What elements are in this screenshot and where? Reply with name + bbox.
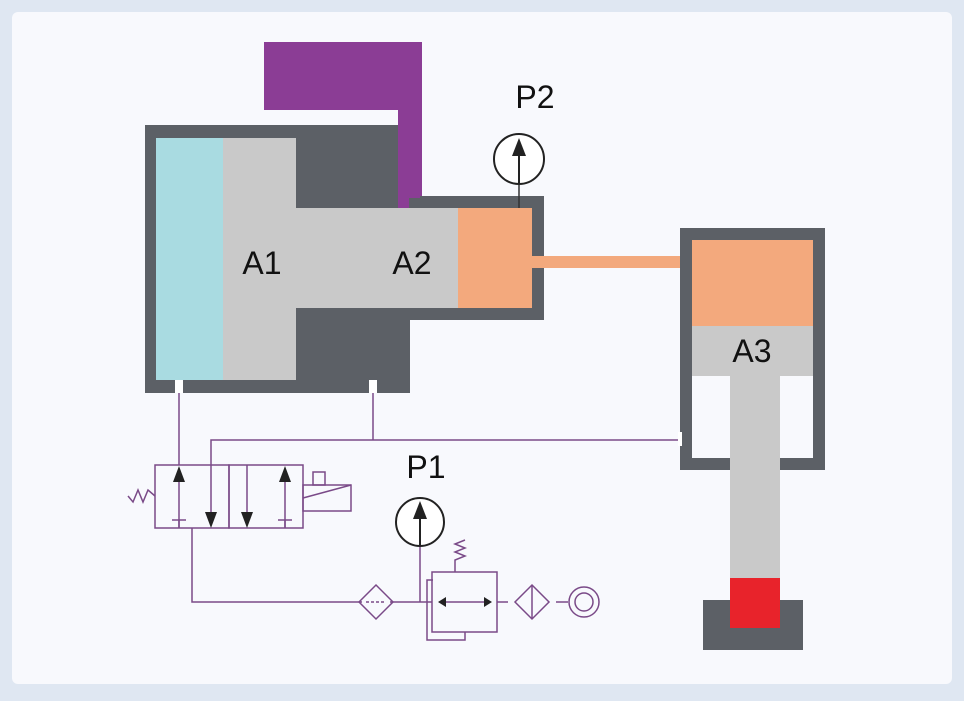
lubricator-icon [513, 583, 551, 621]
cylinder-a1-step-wall [398, 308, 410, 393]
cylinder-a1-left-wall [145, 125, 156, 393]
oil-pipe [532, 256, 682, 268]
cylinder-a1-top-wall [145, 125, 398, 138]
a2-label: A2 [392, 245, 431, 281]
cylinder-a2-bottom-wall [398, 308, 544, 320]
cylinder-a2-top-wall [420, 196, 544, 208]
a3-label: A3 [732, 333, 771, 369]
p2-label: P2 [515, 79, 554, 115]
oil-chamber-a2 [458, 208, 532, 308]
oil-chamber-a3 [692, 240, 813, 326]
workpiece-tool [730, 578, 780, 628]
cylinder-a3-bottom-left [680, 458, 730, 470]
cylinder-a3-bottom-right [780, 458, 825, 470]
filter-icon [357, 583, 395, 621]
pressure-regulator [426, 539, 498, 641]
piston-rod-a2 [296, 208, 458, 308]
cylinder-a3-right-wall [813, 228, 825, 470]
piston-a3 [692, 326, 813, 376]
p1-label: P1 [406, 449, 445, 485]
cylinder-a3-left-wall [680, 228, 692, 470]
pneumatic-lines [178, 393, 682, 603]
supply-hopper [264, 42, 422, 212]
air-source-icon [568, 586, 600, 618]
a1-label: A1 [242, 245, 281, 281]
cylinder-a1-bottom-wall [145, 380, 410, 393]
piston-a1 [223, 138, 296, 380]
piston-rod-a3 [730, 376, 780, 578]
cylinder-a3-top-wall [680, 228, 825, 240]
solenoid-valve [127, 464, 352, 529]
water-chamber [156, 138, 223, 380]
